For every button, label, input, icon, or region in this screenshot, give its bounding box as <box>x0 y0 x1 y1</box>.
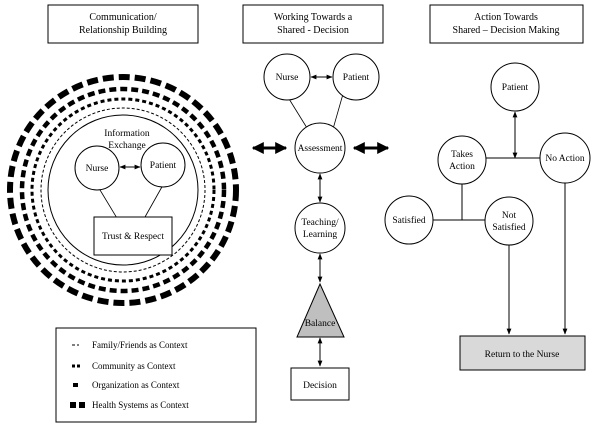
takes-action-line2: Action <box>449 162 475 172</box>
organization-ring <box>19 86 227 294</box>
information-exchange-line1: Information <box>104 128 150 139</box>
header-working-line2: Shared - Decision <box>277 25 349 36</box>
decision-box <box>290 367 350 401</box>
middle-nurse-node <box>263 53 311 101</box>
not-satisfied-line2: Satisfied <box>492 222 525 233</box>
middle-patient-node <box>332 53 380 101</box>
no-action-label: No Action <box>545 154 585 164</box>
legend-label-organization: Organization as Context <box>92 380 180 390</box>
middle-nurse-label: Nurse <box>276 73 299 83</box>
middle-patient-label: Patient <box>343 73 370 83</box>
context-circles <box>7 74 239 306</box>
satisfied-node <box>384 195 434 245</box>
trust-respect-label: Trust & Respect <box>102 232 164 242</box>
left-nurse-label: Nurse <box>86 164 109 174</box>
header-communication: Communication/ Relationship Building <box>47 4 199 44</box>
teaching-learning-line2: Learning <box>303 230 338 240</box>
balance-triangle <box>296 282 345 338</box>
right-patient-label: Patient <box>502 83 529 93</box>
assessment-node <box>294 122 346 174</box>
balance-label: Balance <box>305 319 336 329</box>
community-ring <box>30 97 216 283</box>
legend-label-community: Community as Context <box>92 361 176 371</box>
legend-label-health-systems: Health Systems as Context <box>92 400 189 410</box>
header-action-line2: Shared – Decision Making <box>453 25 560 36</box>
inner-ring <box>47 114 199 266</box>
left-nurse-node <box>74 145 120 191</box>
return-to-nurse-box <box>459 335 586 371</box>
health-systems-ring <box>7 74 239 306</box>
teaching-learning-line1: Teaching/ <box>301 218 339 228</box>
not-satisfied-node <box>484 196 534 246</box>
header-action-line1: Action Towards <box>474 12 538 23</box>
decision-label: Decision <box>303 381 337 391</box>
family-friends-ring <box>40 107 206 273</box>
takes-action-line1: Takes <box>451 150 473 160</box>
header-communication-line1: Communication/ <box>89 12 156 23</box>
header-action: Action Towards Shared – Decision Making <box>429 4 584 44</box>
return-to-nurse-label: Return to the Nurse <box>485 350 560 360</box>
right-patient-node <box>490 62 540 112</box>
information-exchange-line2: Exchange <box>108 141 145 151</box>
left-patient-node <box>140 142 186 188</box>
left-patient-label: Patient <box>150 161 177 171</box>
legend: Family/Friends as Context Community as C… <box>55 327 257 423</box>
header-working-line1: Working Towards a <box>274 12 353 23</box>
assessment-label: Assessment <box>298 144 343 154</box>
trust-respect-box <box>93 216 173 256</box>
header-communication-line2: Relationship Building <box>79 25 167 36</box>
not-satisfied-line1: Not <box>502 211 517 221</box>
takes-action-node <box>437 135 487 185</box>
satisfied-label: Satisfied <box>392 215 425 226</box>
legend-label-family: Family/Friends as Context <box>92 340 188 350</box>
teaching-learning-node <box>294 202 346 254</box>
header-working: Working Towards a Shared - Decision <box>242 4 384 44</box>
